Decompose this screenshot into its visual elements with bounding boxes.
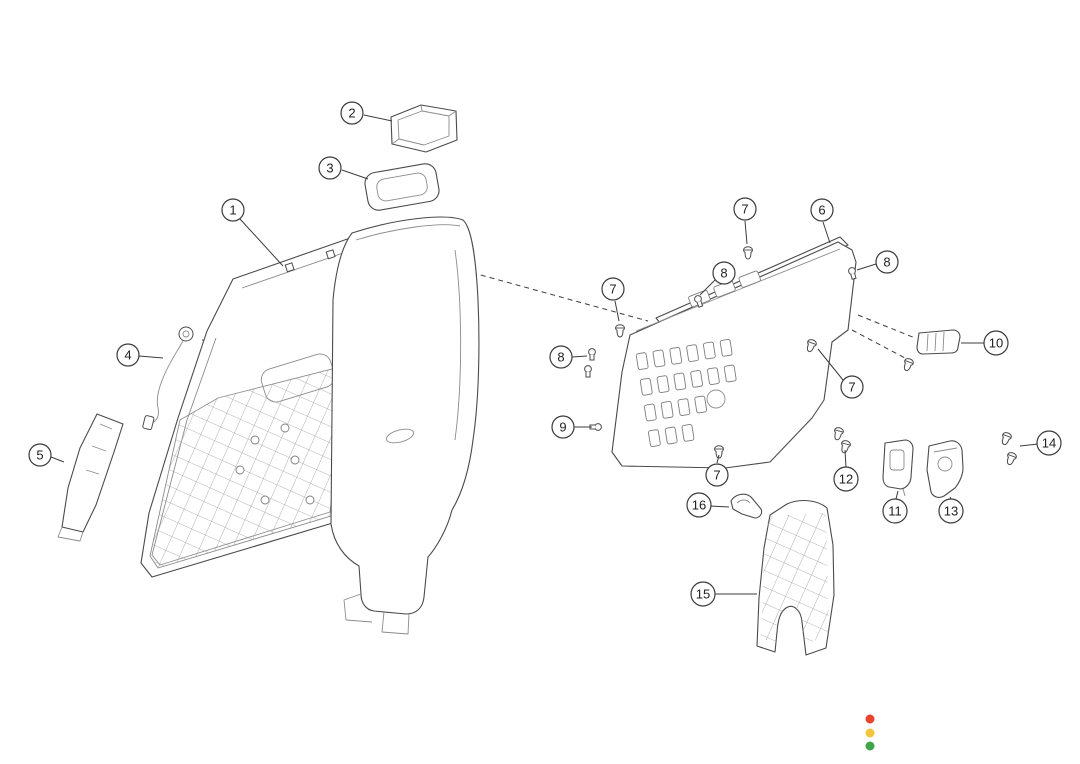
callout-number: 7: [609, 282, 616, 297]
callout-circle: [116, 343, 140, 367]
callout-circle: [733, 197, 757, 221]
callout-part-8-c[interactable]: 8: [549, 345, 573, 369]
callout-number: 15: [696, 587, 710, 602]
callout-number: 16: [692, 498, 706, 513]
callout-circle: [840, 375, 864, 399]
part-13-striker-bracket: [926, 440, 964, 498]
status-dot-yellow: [865, 728, 875, 738]
callout-part-7-a[interactable]: 7: [733, 197, 757, 221]
callout-number: 11: [888, 504, 902, 519]
part-10-latch-bracket: [916, 329, 961, 355]
part-4-release-cable: [142, 326, 194, 431]
screw-7b: [615, 324, 625, 338]
callout-number: 7: [741, 202, 748, 217]
callout-number: 14: [1042, 436, 1056, 451]
clip-8c2: [584, 365, 592, 378]
screw-7c2: [901, 356, 915, 373]
callout-circle: [549, 345, 573, 369]
part-3-bezel-ring: [364, 163, 440, 211]
callout-part-7-b[interactable]: 7: [601, 277, 625, 301]
callout-circle: [551, 415, 575, 439]
leader-lines: [50, 114, 1039, 595]
callout-number: 7: [713, 468, 720, 483]
status-dot-red: [865, 714, 875, 724]
callout-circle: [833, 466, 859, 492]
callout-circle: [1036, 430, 1062, 456]
panel-hole-grid: [635, 338, 737, 448]
callout-number: 8: [720, 266, 727, 281]
callout-part-1[interactable]: 1: [221, 198, 245, 222]
callouts: 2 3 1 7 6 8 8 7: [28, 101, 1062, 607]
callout-number: 10: [989, 336, 1003, 351]
callout-circle: [340, 101, 364, 125]
callout-part-7-c[interactable]: 7: [840, 375, 864, 399]
callout-part-12[interactable]: 12: [833, 466, 859, 492]
panel-round-opening: [706, 389, 726, 409]
callout-part-3[interactable]: 3: [318, 156, 342, 180]
callout-number: 6: [818, 203, 825, 218]
shell-lower-tab: [343, 593, 373, 623]
callout-number: 4: [124, 348, 131, 363]
callout-number: 9: [559, 420, 566, 435]
callout-part-7-d[interactable]: 7: [705, 463, 729, 487]
callout-circle: [690, 581, 716, 607]
callout-number: 13: [944, 504, 958, 519]
callout-circle: [712, 261, 736, 285]
callout-part-9[interactable]: 9: [551, 415, 575, 439]
callout-number: 8: [557, 350, 564, 365]
callout-circle: [810, 198, 834, 222]
part-6-substrate-panel: [611, 236, 857, 469]
panel-fastener-holes: [235, 423, 315, 505]
callout-circle: [601, 277, 625, 301]
callout-circle: [686, 492, 712, 518]
screw-12a: [831, 426, 845, 442]
callout-number: 1: [229, 203, 236, 218]
part-2-storage-box: [390, 104, 458, 153]
callout-circle: [705, 463, 729, 487]
callout-circle: [983, 330, 1009, 356]
callout-number: 12: [839, 472, 853, 487]
callout-part-13[interactable]: 13: [938, 498, 964, 524]
clip-8c: [588, 348, 596, 361]
callout-part-14[interactable]: 14: [1036, 430, 1062, 456]
callout-part-15[interactable]: 15: [690, 581, 716, 607]
dashed-line-panel6-to-part10: [857, 314, 916, 339]
screw-7a: [743, 246, 753, 260]
part-15-lattice-bracket: [756, 499, 835, 656]
callout-part-2[interactable]: 2: [340, 101, 364, 125]
shell-lower-tab-2: [381, 611, 410, 635]
callout-part-4[interactable]: 4: [116, 343, 140, 367]
screw-14b: [1004, 450, 1018, 467]
bracket-lattice-grid: [761, 513, 829, 644]
status-dots: [865, 714, 875, 751]
callout-part-8-b[interactable]: 8: [712, 261, 736, 285]
callout-number: 5: [36, 448, 43, 463]
callout-part-5[interactable]: 5: [28, 443, 52, 467]
callout-circle: [875, 250, 899, 274]
status-dot-green: [865, 741, 875, 751]
callout-circle: [882, 498, 908, 524]
callout-number: 7: [848, 380, 855, 395]
callout-part-11[interactable]: 11: [882, 498, 908, 524]
callout-number: 2: [348, 106, 355, 121]
cable-end-connector: [142, 415, 155, 431]
callout-number: 8: [883, 255, 890, 270]
callout-part-6[interactable]: 6: [810, 198, 834, 222]
dashed-line-panel6-to-screw: [851, 329, 906, 359]
callout-circle: [28, 443, 52, 467]
door-pull-handle: [385, 428, 415, 444]
part-1-outer-shell: [330, 216, 480, 635]
callout-circle: [318, 156, 342, 180]
callout-circle: [221, 198, 245, 222]
callout-part-8-a[interactable]: 8: [875, 250, 899, 274]
part-11-bracket: [882, 439, 914, 497]
callout-circle: [938, 498, 964, 524]
screw-14a: [999, 430, 1013, 447]
callout-part-10[interactable]: 10: [983, 330, 1009, 356]
part-16-hook-clip: [730, 493, 763, 519]
part-5-lower-pillar-trim: [57, 413, 124, 542]
callout-part-16[interactable]: 16: [686, 492, 712, 518]
callout-number: 3: [326, 161, 333, 176]
